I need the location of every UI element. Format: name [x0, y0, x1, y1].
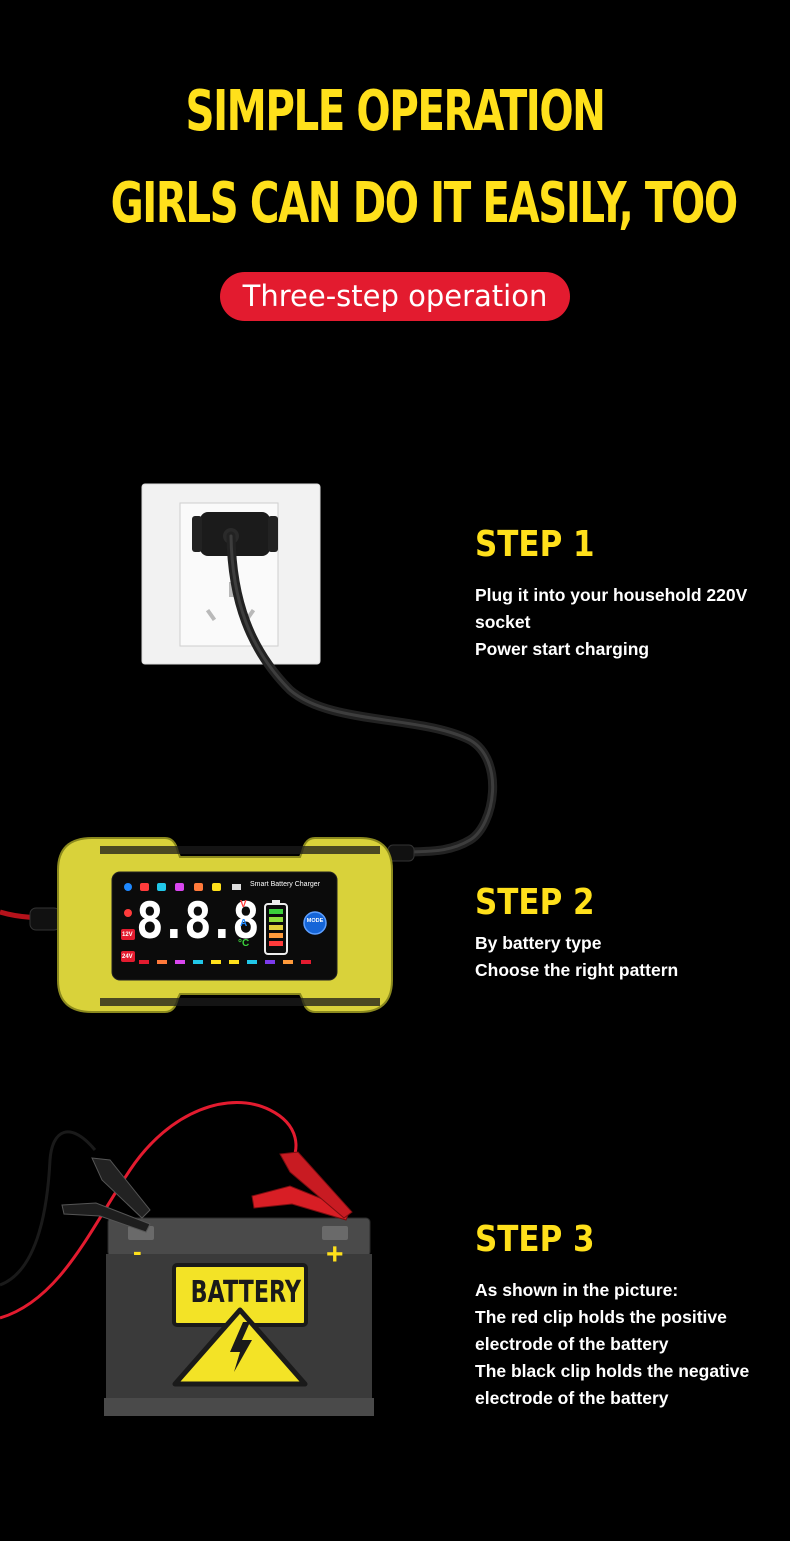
charger-illustration: [0, 837, 415, 1013]
wall-socket-illustration: [141, 483, 497, 858]
negative-terminal-sign: -: [133, 1236, 142, 1266]
unit-c: °C: [238, 938, 250, 949]
headline-line-2: GIRLS CAN DO IT EASILY, TOO: [110, 171, 739, 236]
step-3-line-3: electrode of the battery: [475, 1334, 669, 1354]
step-1-line-2: socket: [475, 612, 531, 632]
mode-button: MODE: [306, 918, 324, 924]
step-2-line-2: Choose the right pattern: [475, 960, 679, 980]
positive-terminal-sign: +: [326, 1238, 344, 1271]
charger-12v-label: 12V: [122, 932, 133, 938]
step-3-line-5: electrode of the battery: [475, 1388, 669, 1408]
step-1-line-3: Power start charging: [475, 639, 650, 659]
battery-illustration: [0, 1101, 374, 1416]
headline-line-1: SIMPLE OPERATION: [185, 79, 606, 144]
step-3-line-4: The black clip holds the negative: [475, 1361, 750, 1381]
step-3-line-1: As shown in the picture:: [475, 1280, 679, 1300]
step-1-title: STEP 1: [475, 524, 595, 565]
step-3-line-2: The red clip holds the positive: [475, 1307, 727, 1327]
step-1-line-1: Plug it into your household 220V: [475, 585, 748, 605]
battery-label: BATTERY: [190, 1275, 301, 1310]
step-1-description: Plug it into your household 220V socket …: [475, 582, 775, 663]
three-step-badge: Three-step operation: [220, 272, 570, 321]
charger-display-digits: 8.8.8: [136, 892, 260, 950]
charger-24v-label: 24V: [122, 954, 133, 960]
step-2-description: By battery type Choose the right pattern: [475, 930, 775, 984]
step-2-title: STEP 2: [475, 882, 595, 923]
step-3-title: STEP 3: [475, 1219, 595, 1260]
step-2-line-1: By battery type: [475, 933, 602, 953]
unit-v: V: [240, 899, 247, 910]
charger-brand-text: Smart Battery Charger: [250, 881, 321, 888]
unit-a: A: [240, 918, 248, 929]
step-3-description: As shown in the picture: The red clip ho…: [475, 1277, 775, 1412]
